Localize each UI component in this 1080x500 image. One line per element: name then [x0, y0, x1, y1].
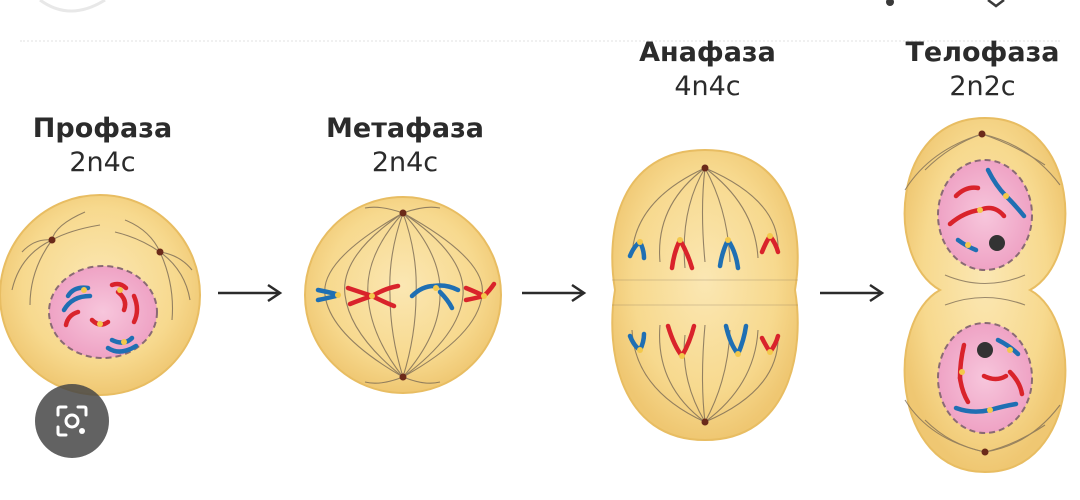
- centriole: [978, 130, 986, 138]
- stage-name: Профаза: [32, 113, 173, 144]
- stage-name: Метафаза: [326, 113, 484, 144]
- centriole: [701, 418, 709, 426]
- anaphase-cell: [611, 148, 799, 442]
- metaphase-cell: [304, 196, 502, 394]
- stage-ploidy: 2n2c: [949, 70, 1016, 102]
- centriole: [399, 209, 407, 217]
- stage-ploidy: 4n4c: [674, 70, 741, 102]
- stage-ploidy: 2n4c: [371, 146, 439, 178]
- right-arrow-icon: [820, 283, 885, 303]
- telophase-spindle: [904, 133, 1061, 453]
- visual-search-button[interactable]: [35, 384, 109, 458]
- stage-label-telophase: Телофаза 2n2c: [895, 36, 1070, 104]
- camera-search-icon: [56, 405, 88, 437]
- telophase-cells: [903, 116, 1067, 474]
- right-arrow-icon: [522, 283, 587, 303]
- prophase-spindle: [11, 211, 193, 321]
- stage-label-prophase: Профаза 2n4c: [15, 112, 190, 180]
- stage-ploidy: 2n4c: [69, 146, 136, 178]
- telophase-chromosomes-bottom: [953, 337, 1025, 414]
- telophase-nucleus-top: [937, 159, 1033, 271]
- nucleolus: [977, 342, 993, 358]
- stage-name: Анафаза: [639, 37, 776, 68]
- prophase-cell: [0, 194, 201, 396]
- stage-label-metaphase: Метафаза 2n4c: [315, 112, 495, 180]
- stage-label-anaphase: Анафаза 4n4c: [620, 36, 795, 104]
- right-arrow-icon: [218, 283, 283, 303]
- stage-name: Телофаза: [905, 37, 1060, 68]
- centriole: [981, 448, 989, 456]
- top-edge-shapes: [39, 0, 1005, 13]
- prophase-nucleus: [48, 265, 158, 359]
- top-decoration: [0, 0, 1080, 30]
- centriole: [399, 373, 407, 381]
- centriole: [701, 164, 709, 172]
- centriole: [48, 236, 56, 244]
- nucleolus: [989, 235, 1005, 251]
- divider: [20, 40, 1060, 42]
- centriole: [156, 248, 164, 256]
